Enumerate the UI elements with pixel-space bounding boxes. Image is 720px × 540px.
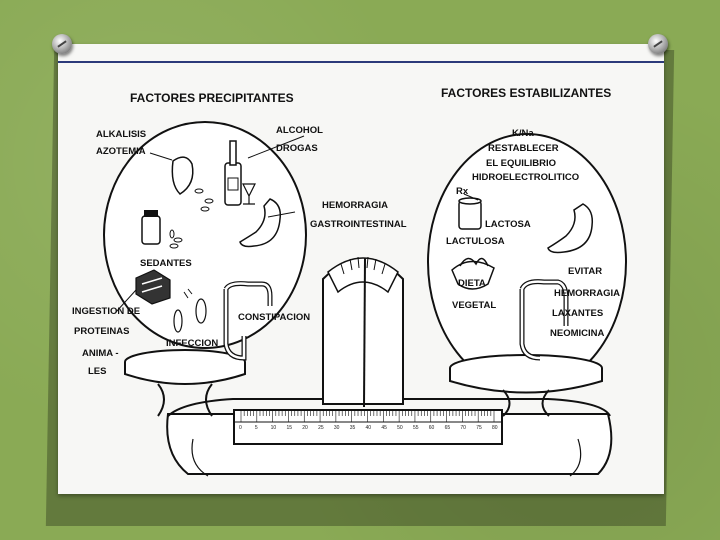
label-equilibrio: EL EQUILIBRIO <box>486 158 556 169</box>
intestine-icon-left <box>223 281 273 361</box>
label-neomicina: NEOMICINA <box>550 328 605 339</box>
liver-icon <box>171 156 194 195</box>
meat-icon <box>135 269 171 305</box>
label-drogas: DROGAS <box>276 143 318 154</box>
scale-dial <box>322 256 404 408</box>
ruler-tick-label: 80 <box>492 425 498 431</box>
stomach-icon-right <box>547 203 594 254</box>
label-rx: Rx <box>456 186 469 197</box>
label-gastrointestinal: GASTROINTESTINAL <box>310 219 407 230</box>
slide-paper: 0 5 10 15 20 25 30 35 40 45 50 55 60 65 70 75 80 <box>58 44 664 494</box>
label-les: LES <box>88 366 106 377</box>
ruler-tick-label: 70 <box>460 425 466 431</box>
ruler-tick-label: 55 <box>413 425 419 431</box>
ruler-tick-label: 40 <box>366 425 372 431</box>
bottle-icon <box>224 140 242 206</box>
right-panel-title: FACTORES ESTABILIZANTES <box>441 86 611 100</box>
ruler-tick-label: 50 <box>397 425 403 431</box>
label-laxantes: LAXANTES <box>552 308 603 319</box>
leader-lines <box>115 135 479 313</box>
label-alkalisis: ALKALISIS <box>96 129 146 140</box>
label-hidroelectrolitico: HIDROELECTROLITICO <box>472 172 579 183</box>
vegetables-bowl-icon <box>451 257 495 290</box>
ruler-tick-label: 20 <box>302 425 308 431</box>
ruler-tick-label: 65 <box>445 425 451 431</box>
right-pan <box>449 354 603 417</box>
slide-top-line <box>58 61 664 63</box>
ruler-tick-label: 30 <box>334 425 340 431</box>
glass-icon <box>242 183 256 205</box>
ruler-tick-label: 15 <box>286 425 292 431</box>
bacteria-icon <box>173 288 207 333</box>
label-proteinas: PROTEINAS <box>74 326 129 337</box>
balance-diagram: 0 5 10 15 20 25 30 35 40 45 50 55 60 65 70 75 80 <box>72 86 627 477</box>
sedative-jar-icon <box>141 210 161 245</box>
label-lactulosa: LACTULOSA <box>446 236 505 247</box>
label-ingestion: INGESTION DE <box>72 306 140 317</box>
label-hemorragia-right: HEMORRAGIA <box>554 288 620 299</box>
intestine-icon-right <box>519 279 569 361</box>
label-vegetal: VEGETAL <box>452 300 496 311</box>
left-pan <box>124 349 246 417</box>
left-panel-title: FACTORES PRECIPITANTES <box>130 91 294 105</box>
label-restablecer: RESTABLECER <box>488 143 559 154</box>
label-evitar: EVITAR <box>568 266 602 277</box>
ruler-tick-label: 0 <box>239 425 242 431</box>
ruler-tick-label: 35 <box>350 425 356 431</box>
label-k-na: K/Na <box>512 128 534 139</box>
label-infeccion: INFECCION <box>166 338 218 349</box>
ruler: 0 5 10 15 20 25 30 35 40 45 50 55 60 65 70 75 80 <box>233 409 503 445</box>
pills-icon <box>169 188 214 249</box>
label-hemorragia: HEMORRAGIA <box>322 200 388 211</box>
label-dieta: DIETA <box>458 278 486 289</box>
label-lactosa: LACTOSA <box>485 219 531 230</box>
label-azotemia: AZOTEMIA <box>96 146 146 157</box>
ruler-tick-label: 25 <box>318 425 324 431</box>
stomach-icon <box>239 198 282 248</box>
label-alcohol: ALCOHOL <box>276 125 323 136</box>
ruler-tick-label: 60 <box>429 425 435 431</box>
ruler-tick-label: 75 <box>476 425 482 431</box>
ruler-tick-label: 5 <box>255 425 258 431</box>
label-sedantes: SEDANTES <box>140 258 192 269</box>
label-constipacion: CONSTIPACION <box>238 312 310 323</box>
pushpin-right-icon <box>648 34 668 54</box>
ruler-tick-label: 45 <box>381 425 387 431</box>
label-anima: ANIMA - <box>82 348 119 359</box>
pushpin-left-icon <box>52 34 72 54</box>
lactulose-jar-icon <box>458 197 482 230</box>
ruler-tick-label: 10 <box>271 425 277 431</box>
